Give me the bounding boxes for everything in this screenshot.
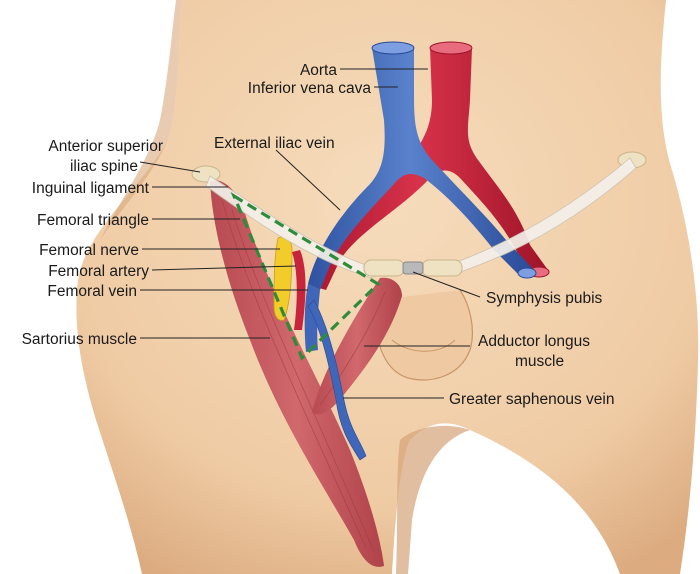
label-adductor-line2: muscle: [515, 353, 564, 370]
label-femoral-triangle: Femoral triangle: [37, 212, 149, 229]
label-femoral-artery: Femoral artery: [48, 263, 149, 280]
label-symphysis-pubis: Symphysis pubis: [486, 290, 603, 307]
label-adductor-line1: Adductor longus: [478, 333, 590, 350]
label-femoral-nerve: Femoral nerve: [39, 242, 139, 259]
label-external-iliac-vein: External iliac vein: [214, 135, 335, 152]
thigh-gap: [396, 425, 470, 574]
label-sartorius-muscle: Sartorius muscle: [22, 331, 137, 348]
flank-shadow: [100, 0, 182, 240]
symphysis-pubis: [363, 259, 463, 277]
femoral-triangle-outline: [230, 192, 381, 361]
label-aorta: Aorta: [300, 62, 337, 79]
label-asis-line2: iliac spine: [70, 158, 138, 175]
label-inguinal-ligament: Inguinal ligament: [32, 180, 150, 197]
leader-lines: [139, 68, 481, 399]
label-femoral-vein: Femoral vein: [47, 283, 137, 300]
femoral-vein: [304, 284, 320, 352]
inferior-vena-cava: [308, 48, 534, 290]
label-greater-saphenous-vein: Greater saphenous vein: [449, 391, 614, 408]
inguinal-ligament-left: [205, 175, 375, 279]
label-inferior-vena-cava: Inferior vena cava: [248, 80, 372, 97]
label-asis-line1: Anterior superior: [48, 138, 163, 155]
sartorius-muscle: [210, 179, 384, 567]
